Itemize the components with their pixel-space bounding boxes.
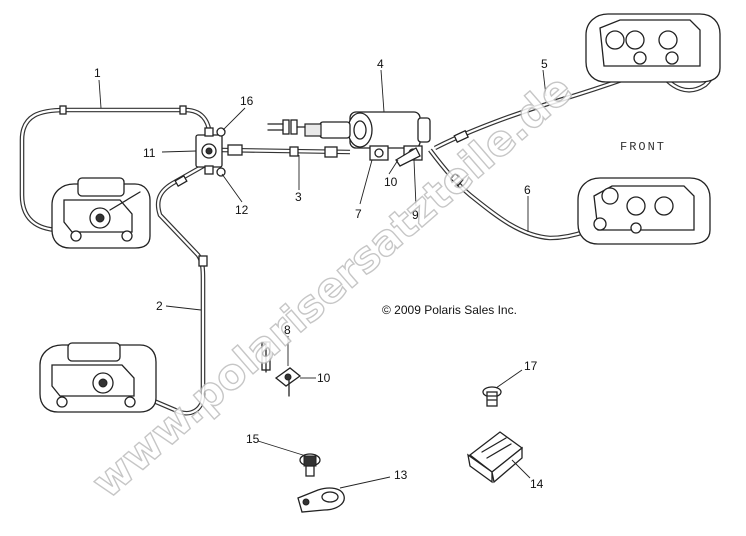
banjo-bolt-12 [216, 167, 226, 177]
callout-12: 12 [235, 203, 249, 217]
callout-14: 14 [530, 477, 544, 491]
callout-5: 5 [541, 57, 548, 71]
callout-13: 13 [394, 468, 408, 482]
copyright-text: © 2009 Polaris Sales Inc. [382, 303, 517, 317]
callout-17: 17 [524, 359, 538, 373]
master-cylinder [304, 111, 431, 161]
callout-16: 16 [240, 94, 254, 108]
clip-14 [467, 431, 524, 484]
bolt-17 [482, 386, 502, 407]
brake-line-3 [221, 144, 351, 158]
wire-connector [267, 119, 306, 135]
callout-3: 3 [295, 190, 302, 204]
caliper-left-front [51, 177, 151, 249]
callout-8: 8 [284, 323, 291, 337]
callout-10-lower: 10 [317, 371, 331, 385]
callout-9: 9 [412, 208, 419, 222]
junction-block [195, 127, 223, 175]
caliper-right-upper [585, 13, 721, 83]
leader-lines [98, 69, 547, 489]
callout-numbers: 1 16 11 12 3 4 10 7 9 5 6 2 8 10 17 15 1… [94, 57, 548, 491]
callout-6: 6 [524, 183, 531, 197]
callout-11: 11 [143, 146, 156, 160]
callout-4: 4 [377, 57, 384, 71]
bleeder-assembly-8 [261, 341, 302, 397]
brake-line-2 [127, 162, 208, 416]
callout-15: 15 [246, 432, 260, 446]
brake-line-1 [19, 105, 213, 233]
front-label: FRONT [620, 140, 666, 154]
caliper-rear [39, 342, 157, 413]
callout-2: 2 [156, 299, 163, 313]
bleeder-valve-10 [395, 147, 421, 167]
callout-10-upper: 10 [384, 175, 398, 189]
caliper-right-lower [577, 177, 711, 245]
callout-7: 7 [355, 207, 362, 221]
bolt-15 [299, 453, 321, 477]
callout-1: 1 [94, 66, 101, 80]
clamp-13 [297, 487, 345, 513]
